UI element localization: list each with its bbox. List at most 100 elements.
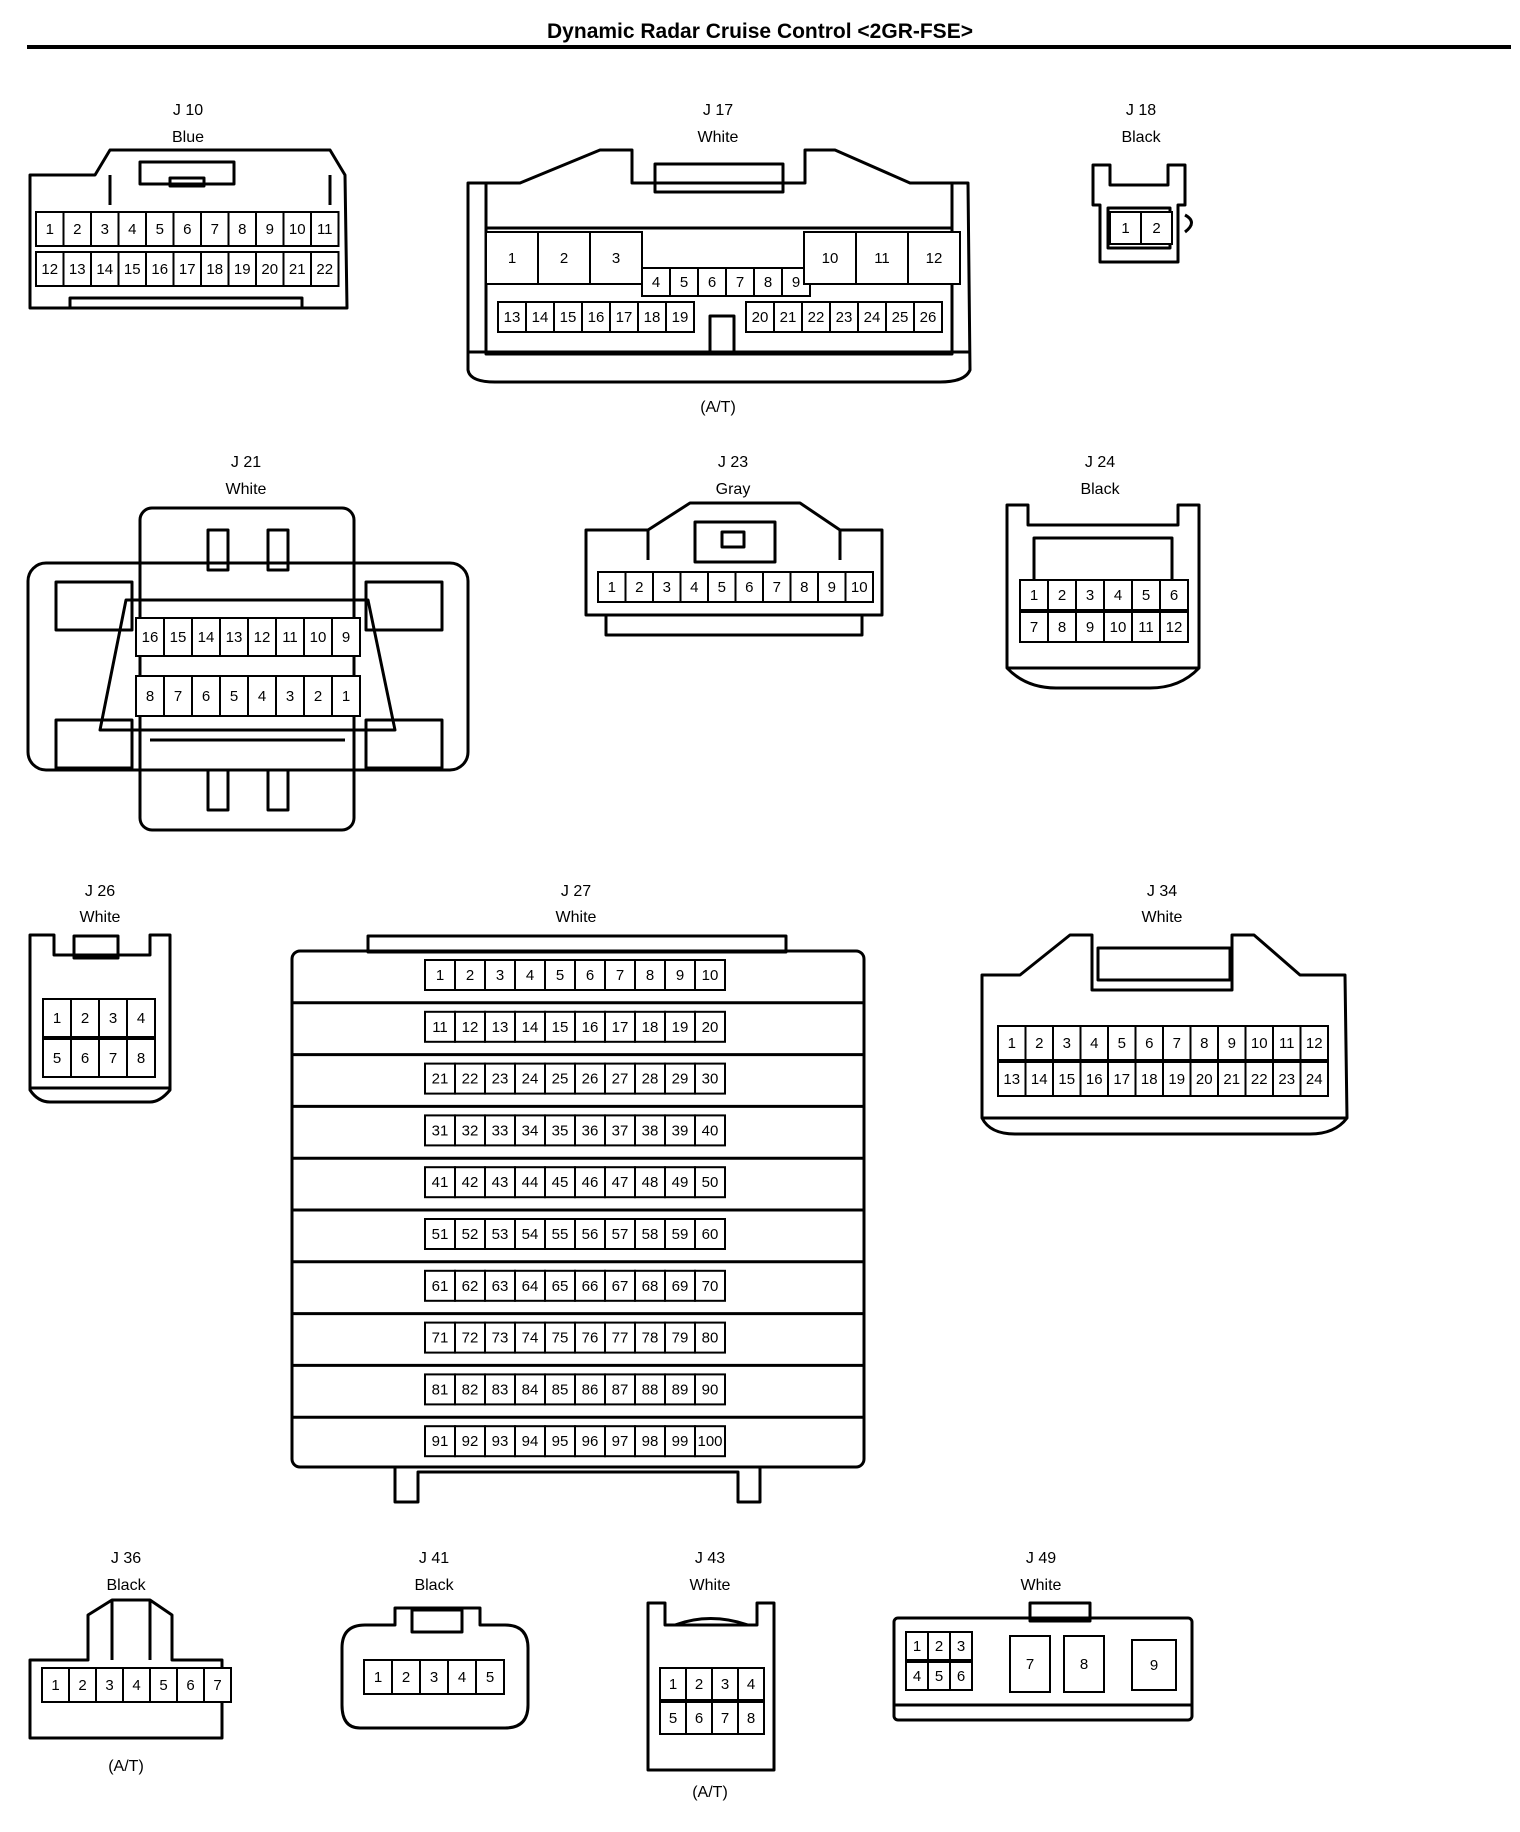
j27-pin-12: 12	[454, 1010, 486, 1043]
svg-text:13: 13	[69, 261, 86, 278]
svg-text:25: 25	[552, 1071, 569, 1088]
svg-text:17: 17	[612, 1019, 629, 1036]
svg-text:54: 54	[522, 1226, 539, 1243]
svg-text:4: 4	[690, 579, 698, 596]
j10-id: J 10	[173, 102, 203, 119]
j27-pin-70: 70	[694, 1269, 726, 1302]
svg-text:93: 93	[492, 1433, 509, 1450]
j49-pin-7: 7	[1009, 1635, 1051, 1693]
svg-text:18: 18	[206, 261, 223, 278]
j21-pin-8: 8	[135, 675, 165, 717]
j34-pin-16: 16	[1079, 1061, 1109, 1097]
j43-pin-6: 6	[685, 1701, 713, 1735]
j17-pin-19: 19	[665, 301, 695, 333]
j27-color: White	[556, 909, 597, 926]
svg-text:9: 9	[342, 629, 350, 646]
svg-text:70: 70	[702, 1278, 719, 1295]
j21-pin-1: 1	[331, 675, 361, 717]
svg-text:17: 17	[1113, 1071, 1130, 1088]
j27-pin-87: 87	[604, 1373, 636, 1406]
j34-pin-7: 7	[1162, 1025, 1192, 1061]
svg-text:37: 37	[612, 1122, 629, 1139]
svg-text:1: 1	[1008, 1035, 1016, 1052]
j10-pin-15: 15	[117, 251, 147, 287]
svg-text:15: 15	[170, 629, 187, 646]
j27-pin-46: 46	[574, 1166, 606, 1199]
svg-text:47: 47	[612, 1174, 629, 1191]
j24-color: Black	[1080, 481, 1120, 498]
svg-text:8: 8	[1058, 619, 1066, 636]
j27-pin-82: 82	[454, 1373, 486, 1406]
j41-pin-5: 5	[475, 1659, 505, 1695]
j36-pin-3: 3	[95, 1667, 124, 1703]
svg-text:22: 22	[316, 261, 333, 278]
svg-text:46: 46	[582, 1174, 599, 1191]
j43-pin-5: 5	[659, 1701, 687, 1735]
j27-pin-1: 1	[424, 959, 456, 991]
svg-text:78: 78	[642, 1330, 659, 1347]
svg-text:1: 1	[669, 1676, 677, 1693]
svg-text:24: 24	[522, 1071, 539, 1088]
svg-text:90: 90	[702, 1381, 719, 1398]
svg-text:9: 9	[792, 274, 800, 291]
j18-id: J 18	[1126, 102, 1156, 119]
svg-text:4: 4	[652, 274, 660, 291]
svg-text:25: 25	[892, 309, 909, 326]
j23-pin-5: 5	[707, 571, 737, 603]
j27-pin-22: 22	[454, 1062, 486, 1095]
svg-text:14: 14	[1031, 1071, 1048, 1088]
svg-text:57: 57	[612, 1226, 629, 1243]
j10-pin-16: 16	[145, 251, 175, 287]
j27-pin-8: 8	[634, 959, 666, 991]
j21-pin-9: 9	[331, 617, 361, 657]
j27-pin-30: 30	[694, 1062, 726, 1095]
j27-pin-84: 84	[514, 1373, 546, 1406]
j27-pin-18: 18	[634, 1010, 666, 1043]
j36-color: Black	[106, 1577, 146, 1594]
j23-pin-6: 6	[734, 571, 764, 603]
j27-pin-86: 86	[574, 1373, 606, 1406]
svg-text:77: 77	[612, 1330, 629, 1347]
j27-pin-48: 48	[634, 1166, 666, 1199]
j17-pin-6: 6	[697, 267, 727, 297]
svg-text:6: 6	[695, 1710, 703, 1727]
j27-pin-6: 6	[574, 959, 606, 991]
j27-pin-94: 94	[514, 1425, 546, 1458]
j10-pin-4: 4	[117, 211, 147, 247]
svg-text:1: 1	[436, 967, 444, 984]
svg-text:9: 9	[676, 967, 684, 984]
j27-pin-55: 55	[544, 1218, 576, 1250]
j18-pin-2: 2	[1140, 211, 1173, 245]
j17-pin-15: 15	[553, 301, 583, 333]
svg-text:5: 5	[718, 579, 726, 596]
j26-pin-8: 8	[126, 1038, 156, 1078]
svg-text:8: 8	[747, 1710, 755, 1727]
j34-pin-15: 15	[1052, 1061, 1082, 1097]
svg-text:1: 1	[46, 221, 54, 238]
j24-pin-7: 7	[1019, 611, 1049, 643]
j27-pin-95: 95	[544, 1425, 576, 1458]
j17-pin-24: 24	[857, 301, 887, 333]
svg-text:30: 30	[702, 1071, 719, 1088]
svg-text:7: 7	[773, 579, 781, 596]
j17-note: (A/T)	[700, 399, 736, 416]
svg-text:11: 11	[282, 629, 298, 646]
j43-id: J 43	[695, 1550, 725, 1567]
svg-text:1: 1	[374, 1669, 382, 1686]
svg-text:44: 44	[522, 1174, 539, 1191]
j27-pin-65: 65	[544, 1269, 576, 1302]
svg-text:7: 7	[109, 1050, 117, 1067]
svg-text:4: 4	[913, 1668, 921, 1685]
j27-pin-20: 20	[694, 1010, 726, 1043]
j24-pin-12: 12	[1159, 611, 1189, 643]
svg-text:3: 3	[957, 1638, 965, 1655]
svg-text:40: 40	[702, 1122, 719, 1139]
j17-pin-16: 16	[581, 301, 611, 333]
svg-text:7: 7	[616, 967, 624, 984]
j24-pin-9: 9	[1075, 611, 1105, 643]
svg-text:10: 10	[851, 579, 868, 596]
svg-text:100: 100	[697, 1433, 722, 1450]
j34-pin-1: 1	[997, 1025, 1027, 1061]
svg-text:2: 2	[73, 221, 81, 238]
j27-pin-50: 50	[694, 1166, 726, 1199]
